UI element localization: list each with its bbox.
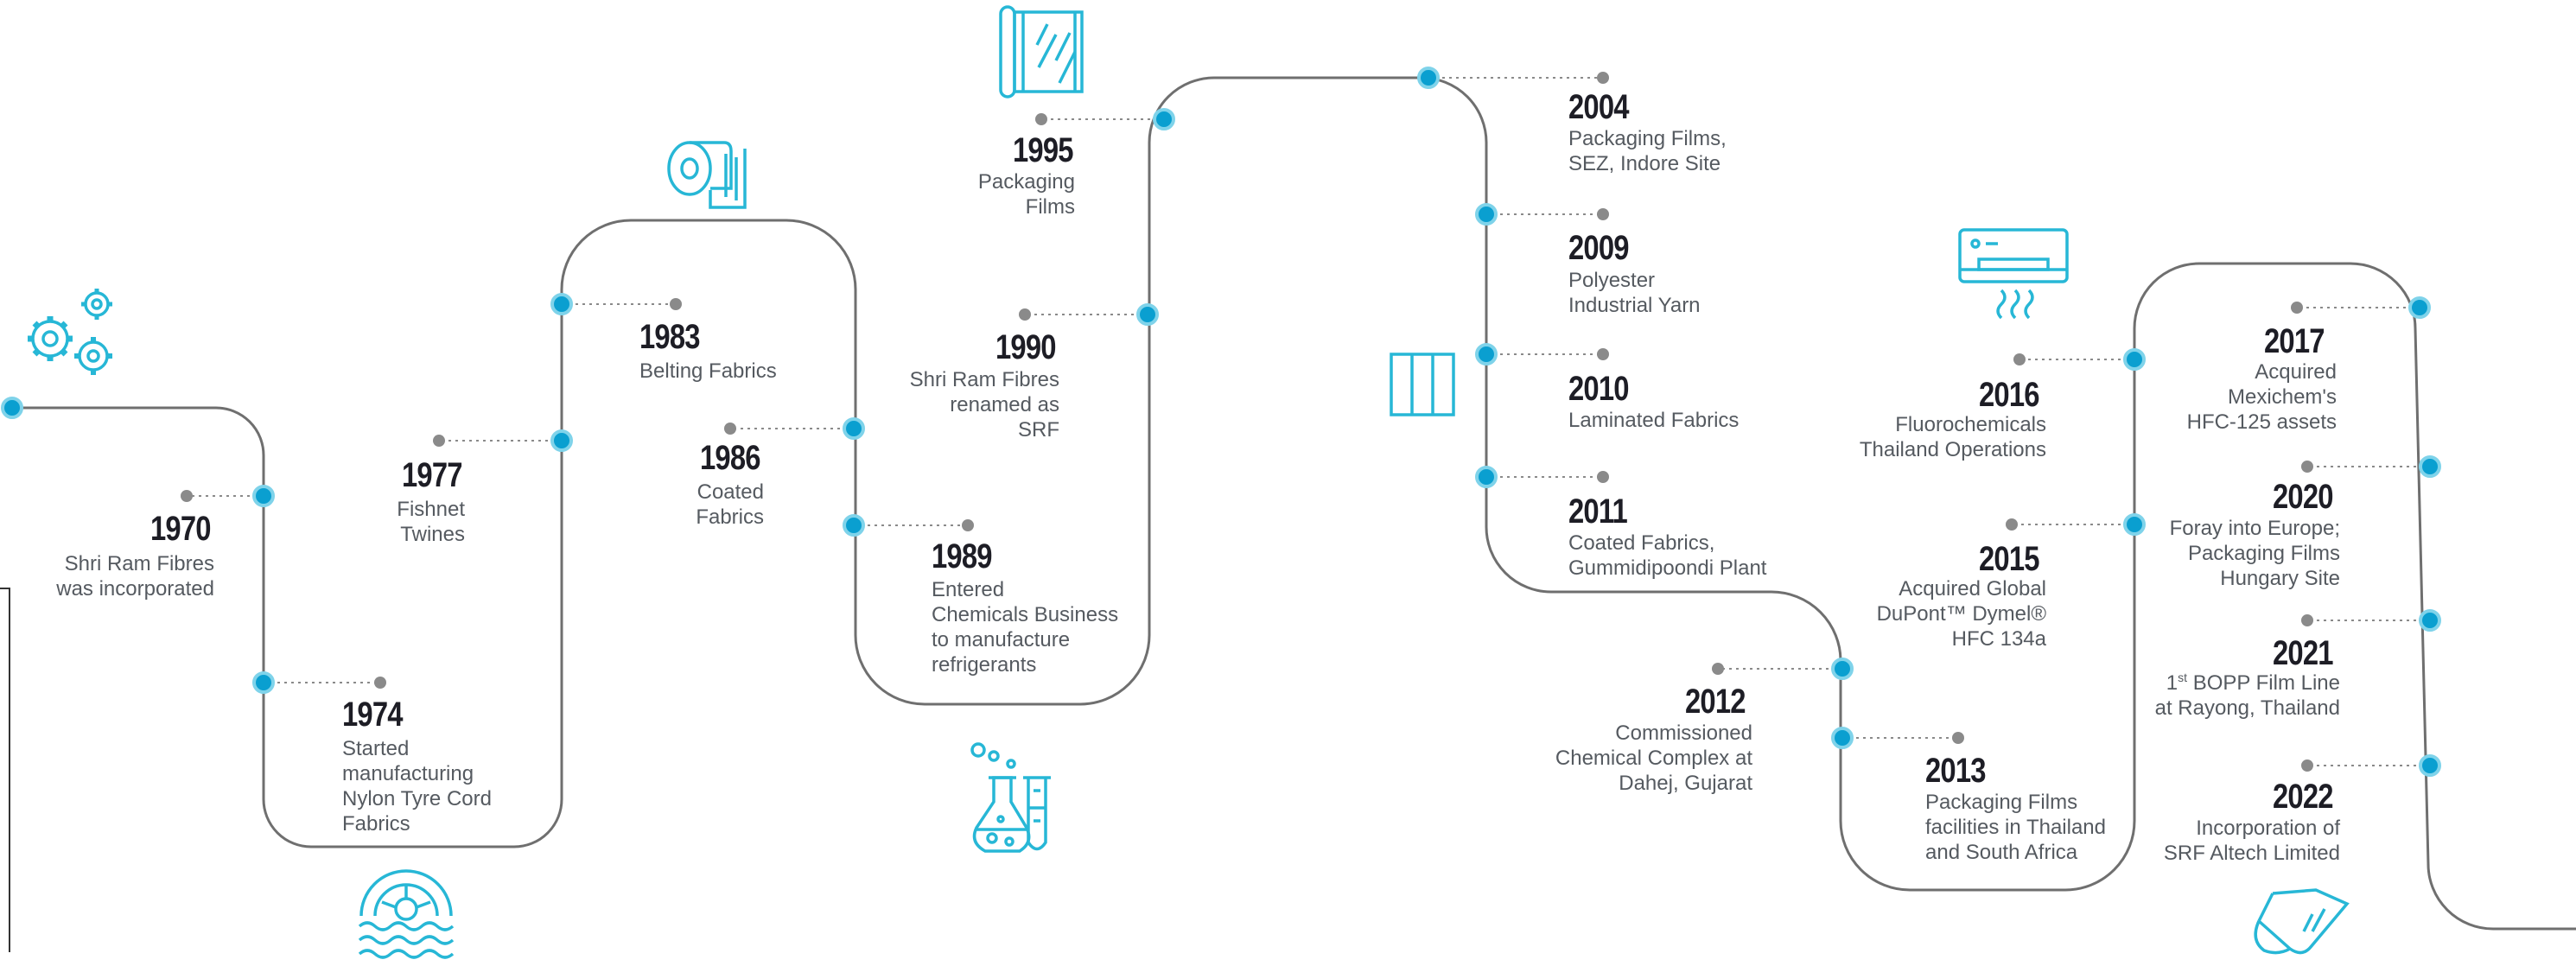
year-1977: 1977 — [402, 456, 463, 494]
year-1989: 1989 — [932, 537, 993, 575]
desc-1989: Entered Chemicals Business to manufactur… — [932, 578, 1119, 677]
left-frame-edge — [0, 588, 10, 952]
leader-dots — [181, 72, 2313, 772]
gears-icon — [28, 289, 112, 375]
film-roll-icon — [999, 5, 1084, 99]
desc-1990: Shri Ram Fibres renamed as SRF — [909, 368, 1059, 442]
year-1970: 1970 — [150, 510, 212, 548]
desc-2004: Packaging Films, SEZ, Indore Site — [1568, 127, 1727, 175]
desc-2017: Acquired Mexichem's HFC-125 assets — [2186, 360, 2337, 434]
desc-2020: Foray into Europe; Packaging Films Hunga… — [2169, 517, 2340, 590]
flask-icon — [970, 742, 1051, 853]
year-2021: 2021 — [2273, 634, 2334, 672]
desc-2022: Incorporation of SRF Altech Limited — [2163, 817, 2340, 865]
desc-2013: Packaging Films facilities in Thailand a… — [1925, 791, 2107, 864]
year-2022: 2022 — [2273, 778, 2334, 816]
year-2016: 2016 — [1979, 376, 2040, 414]
year-2011: 2011 — [1568, 493, 1628, 531]
desc-1986: Coated Fabrics — [696, 480, 764, 529]
desc-1995: Packaging Films — [977, 170, 1075, 219]
year-2020: 2020 — [2273, 478, 2334, 516]
tyre-icon — [358, 869, 455, 959]
desc-2012: Commissioned Chemical Complex at Dahej, … — [1555, 721, 1752, 795]
desc-2010: Laminated Fabrics — [1568, 409, 1740, 432]
desc-2011: Coated Fabrics, Gummidipoondi Plant — [1568, 531, 1767, 580]
year-1983: 1983 — [639, 318, 701, 356]
year-2004: 2004 — [1568, 88, 1630, 126]
desc-1983: Belting Fabrics — [639, 359, 777, 383]
desc-2015: Acquired Global DuPont™ Dymel® HFC 134a — [1876, 577, 2046, 651]
year-1974: 1974 — [342, 696, 404, 734]
desc-2009: Polyester Industrial Yarn — [1568, 269, 1701, 317]
fabric-roll-icon — [667, 141, 747, 209]
year-2017: 2017 — [2264, 322, 2325, 360]
year-1986: 1986 — [700, 439, 761, 477]
film-sheet-icon — [2254, 888, 2350, 955]
desc-2021: 1st BOPP Film Line at Rayong, Thailand — [2154, 670, 2340, 720]
panels-icon — [1390, 353, 1455, 416]
desc-1974: Started manufacturing Nylon Tyre Cord Fa… — [342, 737, 492, 836]
leader-lines — [187, 77, 2430, 766]
year-2010: 2010 — [1568, 370, 1630, 408]
year-2015: 2015 — [1979, 540, 2040, 578]
air-conditioner-icon — [1958, 228, 2069, 320]
year-1990: 1990 — [995, 328, 1057, 366]
desc-1977: Fishnet Twines — [397, 498, 465, 546]
desc-1970: Shri Ram Fibres was incorporated — [56, 552, 214, 601]
year-1995: 1995 — [1013, 131, 1074, 169]
year-2009: 2009 — [1568, 229, 1630, 267]
year-2012: 2012 — [1685, 683, 1746, 721]
milestone-nodes — [1, 67, 2441, 777]
year-2013: 2013 — [1925, 752, 1987, 790]
desc-2016: Fluorochemicals Thailand Operations — [1859, 413, 2046, 461]
